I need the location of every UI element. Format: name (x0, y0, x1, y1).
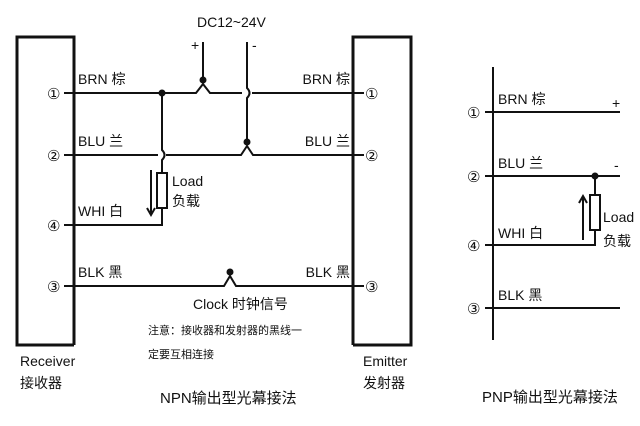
supply-minus-wire (246, 42, 251, 142)
arrow-down-icon (146, 170, 156, 218)
emitter-label: Emitter (363, 353, 408, 369)
receiver-blu-label: BLU 兰 (78, 133, 123, 149)
emitter-pin-2: ② (365, 148, 378, 165)
pnp-minus-label: - (614, 157, 619, 173)
emitter-pin-3: ③ (365, 279, 378, 296)
pnp-pin-3: ③ (467, 301, 480, 318)
pnp-whi-label: WHI 白 (498, 225, 543, 241)
pnp-blk-label: BLK 黑 (498, 287, 542, 303)
receiver-pin-1: ① (47, 86, 60, 103)
receiver-pin-2: ② (47, 148, 60, 165)
whi-wire (64, 208, 163, 226)
plus-label: + (191, 37, 199, 53)
load-wire (161, 93, 166, 173)
pnp-plus-label: + (612, 95, 620, 111)
minus-label: - (252, 37, 257, 53)
junction-dot (226, 268, 234, 276)
supply-voltage-label: DC12~24V (197, 14, 267, 30)
emitter-blu-label: BLU 兰 (305, 133, 350, 149)
receiver-pin-3: ③ (47, 279, 60, 296)
arrow-up-icon (578, 193, 588, 240)
pnp-title: PNP输出型光幕接法 (482, 389, 618, 406)
pnp-load-resistor (589, 194, 601, 231)
pnp-blu-label: BLU 兰 (498, 155, 543, 171)
junction-dot (199, 76, 207, 84)
load-resistor (156, 172, 168, 209)
emitter-label-cn: 发射器 (363, 375, 405, 391)
emitter-brn-label: BRN 棕 (303, 71, 350, 87)
junction-dot (591, 172, 599, 180)
clock-label: Clock 时钟信号 (193, 296, 288, 312)
blu-wire (64, 144, 364, 156)
emitter-pin-1: ① (365, 86, 378, 103)
pnp-pin-2: ② (467, 169, 480, 186)
pnp-load-label: Load (603, 209, 634, 225)
pnp-load-label-cn: 负载 (603, 233, 631, 249)
blk-wire (64, 274, 364, 287)
load-label-cn: 负载 (172, 193, 200, 209)
receiver-box (15, 35, 76, 347)
receiver-whi-label: WHI 白 (78, 203, 123, 219)
receiver-pin-4: ④ (47, 218, 60, 235)
brn-wire (64, 82, 364, 94)
junction-dot (158, 89, 166, 97)
emitter-blk-label: BLK 黑 (306, 264, 350, 280)
junction-dot (243, 138, 251, 146)
npn-title: NPN输出型光幕接法 (160, 390, 297, 407)
receiver-blk-label: BLK 黑 (78, 264, 122, 280)
note-line-1: 注意：接收器和发射器的黑线一 (148, 323, 302, 337)
note-line-2: 定要互相连接 (148, 347, 214, 361)
receiver-label-cn: 接收器 (20, 375, 62, 391)
pnp-pin-1: ① (467, 105, 480, 122)
receiver-label: Receiver (20, 353, 76, 369)
receiver-brn-label: BRN 棕 (78, 71, 125, 87)
pnp-pin-4: ④ (467, 238, 480, 255)
load-label: Load (172, 173, 203, 189)
pnp-brn-label: BRN 棕 (498, 91, 545, 107)
emitter-box (351, 35, 413, 347)
